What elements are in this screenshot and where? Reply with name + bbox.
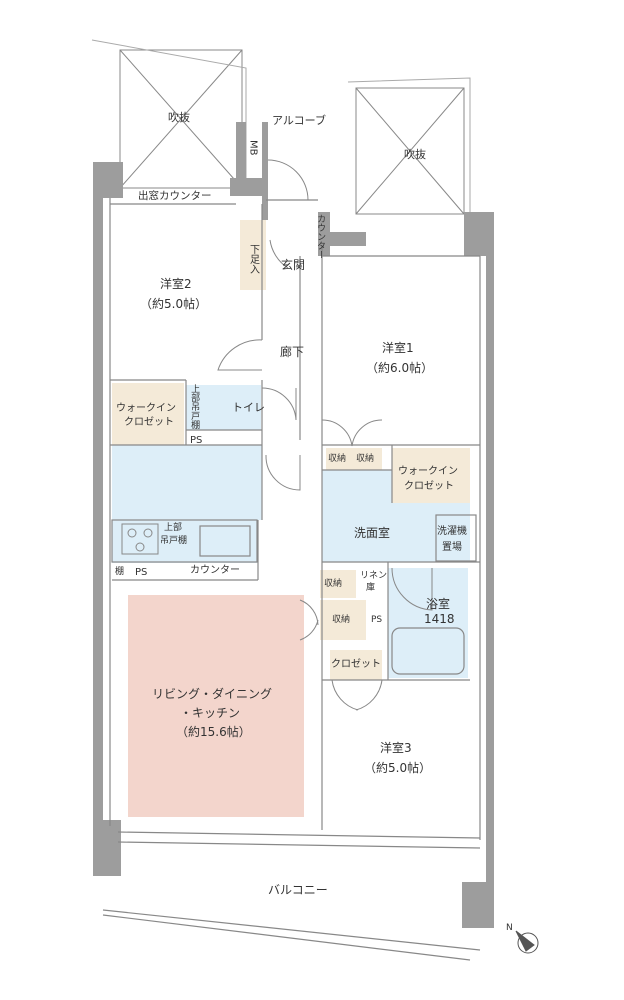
walkin-closet-right-line2: クロゼット xyxy=(404,481,454,492)
bay-counter-label: 出窓カウンター xyxy=(138,190,212,202)
storage-walkin-left xyxy=(112,383,184,445)
storage-box-b xyxy=(354,448,382,470)
kitchen-floor xyxy=(112,445,262,520)
exterior-walls xyxy=(93,122,494,928)
walkin-closet-left-line2: クロゼット xyxy=(124,417,174,428)
ps-label-2: PS xyxy=(135,567,148,578)
western-room-1-size: （約6.0帖） xyxy=(366,361,434,375)
mb-label: MB xyxy=(247,140,259,156)
shelf-label: 棚 xyxy=(115,567,125,577)
laundry-line1: 洗濯機 xyxy=(437,526,467,537)
void-left-label: 吹抜 xyxy=(168,111,190,124)
western-room-1-name: 洋室1 xyxy=(382,341,414,355)
western-room-2-name: 洋室2 xyxy=(160,277,192,291)
balcony-label: バルコニー xyxy=(268,883,328,897)
storage-a-label: 収納 xyxy=(328,454,347,464)
toilet-floor xyxy=(186,385,261,430)
western-room-2-size: （約5.0帖） xyxy=(140,297,208,311)
upper-shelf-left-label: 上部吊戸棚 xyxy=(189,384,200,429)
doors xyxy=(217,159,433,711)
void-right-label: 吹抜 xyxy=(404,148,426,161)
shoe-storage-label: 下足入 xyxy=(247,244,259,274)
storage-b-label: 収納 xyxy=(356,454,375,464)
interior-lines xyxy=(102,198,481,961)
counter-label: カウンター xyxy=(190,565,240,576)
north-arrow-icon xyxy=(515,930,539,954)
ps-label-3: PS xyxy=(371,615,383,625)
storage-box-a xyxy=(326,448,354,470)
storage-box-c xyxy=(320,570,356,598)
ldk-floor xyxy=(128,595,304,817)
void-right xyxy=(347,77,471,215)
ldk-line2: ・キッチン xyxy=(180,706,241,720)
upper-kitchen-line1: 上部 xyxy=(164,523,183,533)
bath-floor xyxy=(388,568,468,678)
storage-walkin-right xyxy=(392,448,470,503)
western-room-3-name: 洋室3 xyxy=(380,741,412,755)
laundry-line2: 置場 xyxy=(442,542,462,553)
closet-label: クロゼット xyxy=(331,659,381,670)
entrance-label: 玄関 xyxy=(281,258,306,272)
walkin-closet-right-line1: ウォークイン xyxy=(398,466,458,477)
upper-kitchen-line2: 吊戸棚 xyxy=(160,536,188,546)
ldk-line1: リビング・ダイニング xyxy=(152,687,273,701)
western-room-3-size: （約5.0帖） xyxy=(364,761,432,775)
corridor-label: 廊下 xyxy=(280,345,305,359)
toilet-label: トイレ xyxy=(232,401,265,414)
north-label: N xyxy=(506,923,513,933)
storage-c-label: 収納 xyxy=(324,579,343,589)
storage-closet xyxy=(330,650,382,680)
alcove-label: アルコーブ xyxy=(272,114,327,127)
linen-line1: リネン xyxy=(360,571,388,581)
walkin-closet-left-line1: ウォークイン xyxy=(116,403,176,414)
bath-name: 浴室 xyxy=(426,597,451,611)
linen-line2: 庫 xyxy=(366,583,376,593)
washroom-label: 洗面室 xyxy=(354,526,391,540)
counter-vertical-label: カウンター xyxy=(315,214,326,259)
storage-d-label: 収納 xyxy=(332,615,351,625)
ldk-line3: （約15.6帖） xyxy=(176,725,251,739)
storage-box-d xyxy=(320,600,366,640)
ps-label-1: PS xyxy=(190,435,203,446)
bath-size: 1418 xyxy=(424,612,455,626)
stove xyxy=(121,523,159,555)
